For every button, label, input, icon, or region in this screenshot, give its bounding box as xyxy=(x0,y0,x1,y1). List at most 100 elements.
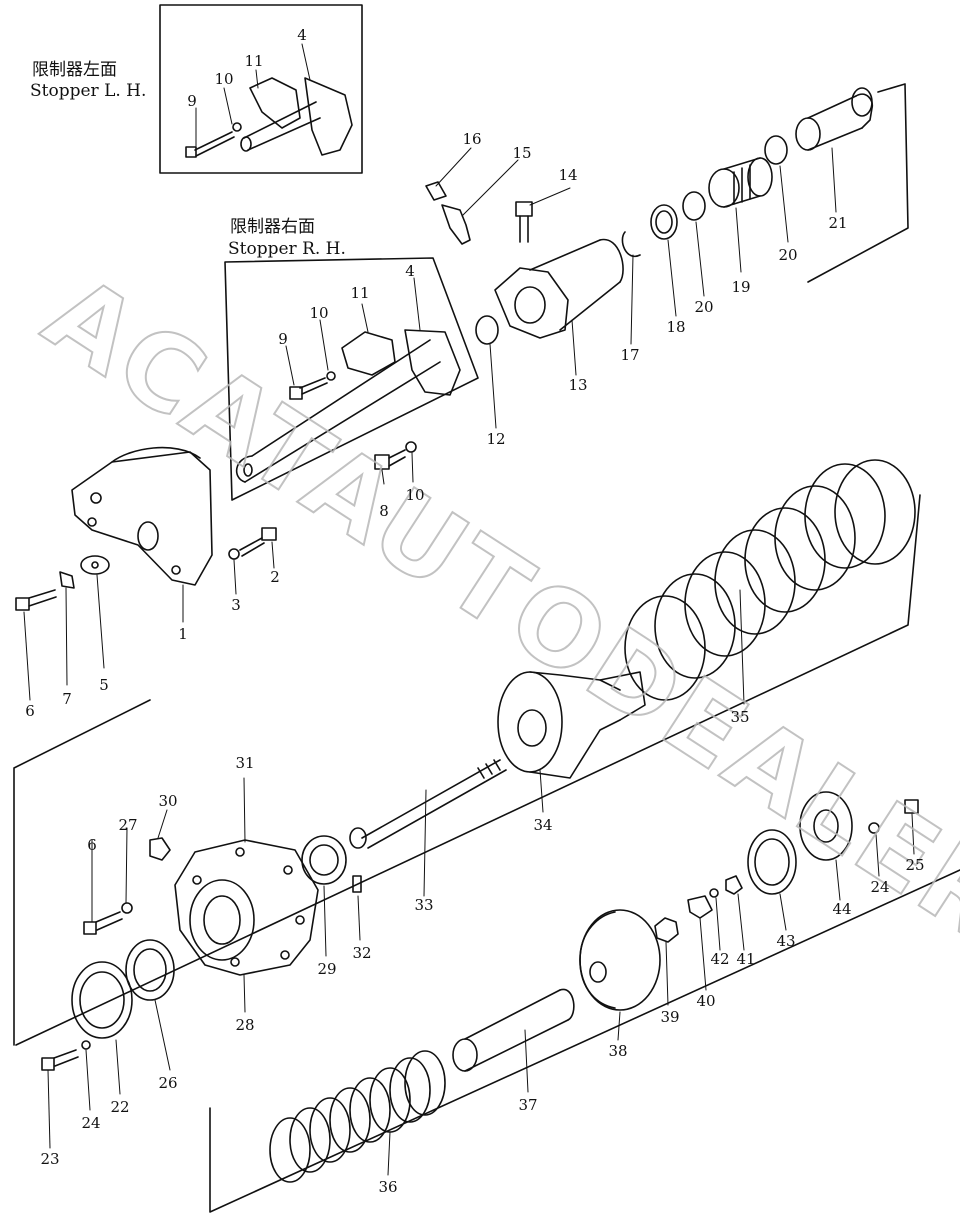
callout-24a: 24 xyxy=(81,1114,100,1132)
inset-frame-left xyxy=(159,4,363,174)
washer-24b xyxy=(868,822,880,834)
stopper-right-tube-end xyxy=(235,455,253,483)
callout-33: 33 xyxy=(414,896,433,914)
callout-44: 44 xyxy=(832,900,851,918)
bolt-41 xyxy=(725,875,743,895)
cylinder-13 xyxy=(494,238,624,339)
callout-12: 12 xyxy=(486,430,505,448)
seal-18 xyxy=(650,204,678,240)
callout-23: 23 xyxy=(40,1150,59,1168)
washer-42 xyxy=(709,888,719,898)
callout-5: 5 xyxy=(99,676,109,694)
stopper-right-inset xyxy=(224,257,479,501)
spring-seat-34 xyxy=(497,671,646,779)
idler-housing xyxy=(71,446,213,586)
bolt-6b-head xyxy=(83,921,97,935)
stopper-left-plate xyxy=(249,77,301,129)
callout-35: 35 xyxy=(730,708,749,726)
callout-24b: 24 xyxy=(870,878,889,896)
callout-21: 21 xyxy=(828,214,847,232)
callout-37: 37 xyxy=(518,1096,537,1114)
stopper-left-bolt-head xyxy=(185,146,197,158)
cover-44-inner xyxy=(813,809,839,843)
stopper-right-bracket xyxy=(404,329,461,396)
bolt-6b-shank xyxy=(95,911,123,931)
seal-18-inner xyxy=(655,210,673,234)
callout-6a: 6 xyxy=(25,702,35,720)
cylinder-end xyxy=(599,238,624,283)
callout-40: 40 xyxy=(696,992,715,1010)
stopper-right-bolt-head xyxy=(289,386,303,400)
callout-29: 29 xyxy=(317,960,336,978)
callout-34: 34 xyxy=(533,816,552,834)
callout-25: 25 xyxy=(905,856,924,874)
rod-33 xyxy=(349,759,507,849)
cover-22 xyxy=(71,961,133,1039)
front-housing-28 xyxy=(174,839,319,976)
housing-hole-2 xyxy=(87,517,97,527)
washer-3 xyxy=(228,548,240,560)
stopper-left-bracket xyxy=(304,77,353,156)
callout-18: 18 xyxy=(666,318,685,336)
stopper-right-caption-en: Stopper R. H. xyxy=(228,239,346,259)
callout-17: 17 xyxy=(620,346,639,364)
bolt-2-head xyxy=(261,527,277,541)
callout-31: 31 xyxy=(235,754,254,772)
stopper-left-inset xyxy=(159,4,363,174)
group-line-middle xyxy=(15,494,921,1046)
callout-10c: 10 xyxy=(405,486,424,504)
callout-38: 38 xyxy=(608,1042,627,1060)
bolt-6-shank xyxy=(28,589,57,607)
callout-11b: 11 xyxy=(350,284,369,302)
callout-9b: 9 xyxy=(278,330,288,348)
stopper-right-caption-cn: 限制器右面 xyxy=(230,217,315,237)
stopper-right-tube-hole xyxy=(243,463,253,477)
callout-10a: 10 xyxy=(214,70,233,88)
ring-20b xyxy=(764,135,788,165)
housing-hole-1 xyxy=(90,492,102,504)
stopper-right-plate xyxy=(341,331,396,376)
callout-30: 30 xyxy=(158,792,177,810)
callout-4a: 4 xyxy=(297,26,307,44)
washer-7 xyxy=(59,571,75,589)
fitting-30 xyxy=(149,837,171,861)
callout-16: 16 xyxy=(462,130,481,148)
callout-10b: 10 xyxy=(309,304,328,322)
bushing-29-inner xyxy=(309,844,339,876)
callout-4b: 4 xyxy=(405,262,415,280)
callout-8: 8 xyxy=(379,502,389,520)
cover-22-inner xyxy=(79,971,125,1029)
cylinder-bore xyxy=(514,286,546,324)
callout-7: 7 xyxy=(62,690,72,708)
plate-5 xyxy=(80,555,110,575)
stopper-right-washer xyxy=(326,371,336,381)
valve-15 xyxy=(441,204,471,245)
piston-19 xyxy=(708,157,773,208)
nut-39 xyxy=(654,917,679,943)
snap-ring-17 xyxy=(621,231,641,258)
stopper-left-tube xyxy=(243,101,321,151)
bolt-8-assembly xyxy=(374,441,417,470)
bolt-23-shank xyxy=(53,1049,79,1067)
callout-15: 15 xyxy=(512,144,531,162)
plug-16 xyxy=(425,181,447,201)
washer-24a xyxy=(81,1040,91,1050)
callout-36: 36 xyxy=(378,1178,397,1196)
cylinder-body xyxy=(529,239,621,331)
housing-body xyxy=(71,451,213,586)
washer-27 xyxy=(121,902,133,914)
callout-3: 3 xyxy=(231,596,241,614)
callout-6b: 6 xyxy=(87,836,97,854)
stopper-right-tube xyxy=(244,339,441,483)
gasket-43-inner xyxy=(754,838,790,886)
bolt-25-head xyxy=(904,799,919,814)
housing-hole-3 xyxy=(171,565,181,575)
stopper-left-caption-en: Stopper L. H. xyxy=(30,81,146,101)
callout-43: 43 xyxy=(776,932,795,950)
callout-41: 41 xyxy=(736,950,755,968)
seat-38 xyxy=(579,909,661,1011)
callout-13: 13 xyxy=(568,376,587,394)
callout-9a: 9 xyxy=(187,92,197,110)
callout-32: 32 xyxy=(352,944,371,962)
